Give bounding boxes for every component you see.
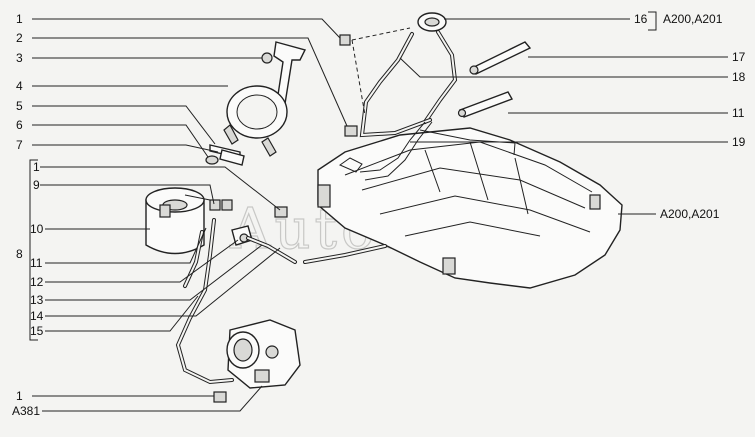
label-10: 10 [30, 222, 44, 236]
label-17: 17 [732, 50, 746, 64]
label-5: 5 [16, 99, 23, 113]
label-a381: A381 [12, 404, 40, 418]
label-12: 12 [30, 275, 44, 289]
label-11-right: 11 [732, 106, 745, 120]
label-13: 13 [30, 293, 44, 307]
label-18: 18 [732, 70, 746, 84]
label-2: 2 [16, 31, 23, 45]
filler-neck [359, 12, 458, 181]
label-11-left: 11 [30, 256, 43, 270]
leader-lines [32, 18, 728, 412]
label-16: 16 [634, 12, 648, 26]
label-9: 9 [33, 178, 40, 192]
bracket-assembly [205, 41, 307, 166]
label-19: 19 [732, 135, 746, 149]
label-a200-top: A200,A201 [663, 12, 723, 26]
label-7: 7 [16, 138, 23, 152]
label-1-bottom: 1 [16, 389, 23, 403]
label-14: 14 [30, 309, 44, 323]
clamp-11-right [457, 91, 514, 118]
group-bracket-16 [648, 11, 657, 31]
label-1-top: 1 [16, 12, 23, 26]
canister-assembly [145, 187, 288, 255]
label-6: 6 [16, 118, 23, 132]
label-8: 8 [16, 247, 23, 261]
dashed-guide-left [351, 39, 366, 116]
fitting-1-top [339, 34, 351, 46]
throttle-body [213, 319, 301, 403]
label-4: 4 [16, 79, 23, 93]
label-3: 3 [16, 51, 23, 65]
clamp-17 [469, 41, 532, 75]
fuel-tank [317, 127, 623, 289]
label-15: 15 [30, 324, 44, 338]
label-a200-tank: A200,A201 [660, 207, 720, 221]
label-1-canister: 1 [33, 160, 40, 174]
part-labels: 1 2 3 4 5 6 7 1 9 10 8 11 12 13 14 15 1 … [12, 12, 746, 418]
group-bracket-8 [29, 159, 38, 341]
dashed-guide-top [351, 27, 411, 41]
grommet-2 [344, 125, 358, 137]
